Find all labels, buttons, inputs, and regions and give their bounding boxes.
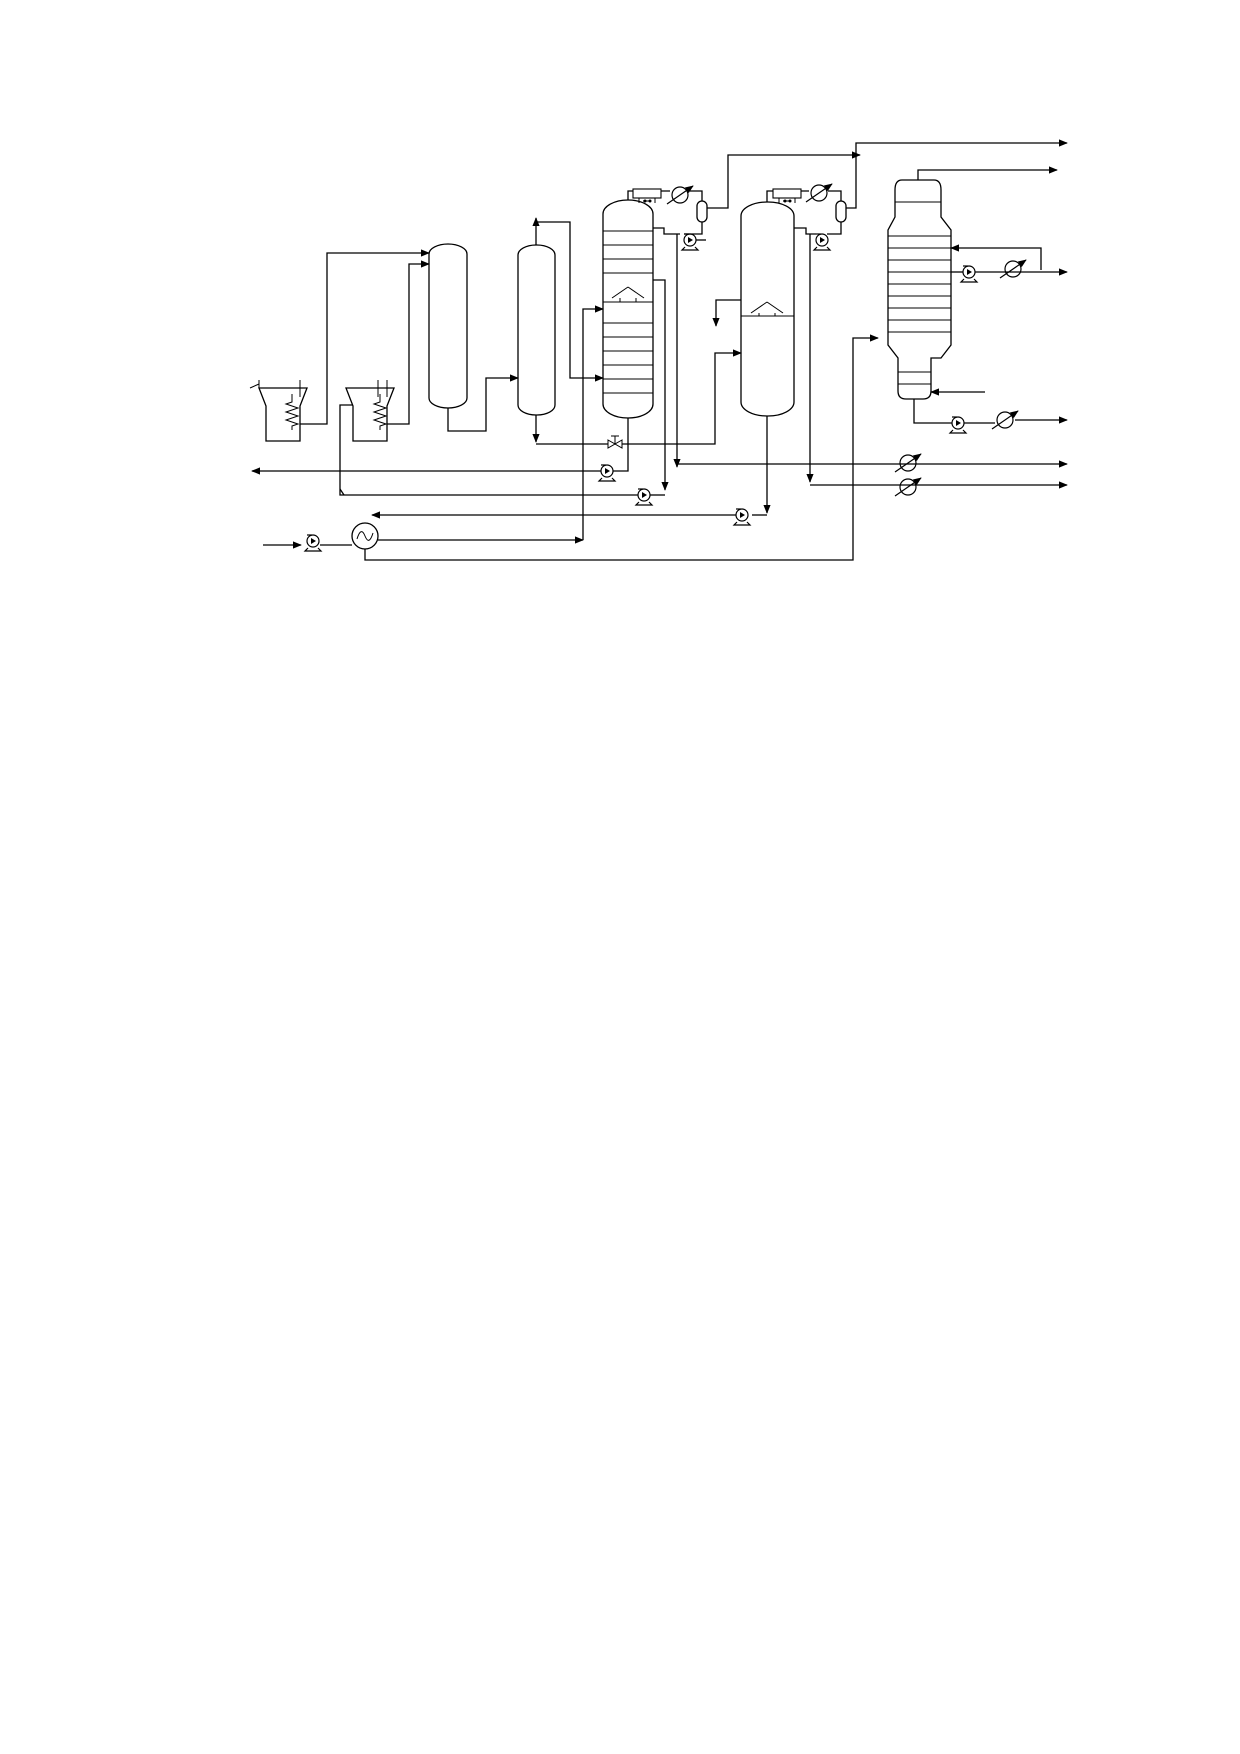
vessel-2 (517, 244, 556, 416)
air-cooler-2 (772, 188, 802, 204)
product-column (887, 179, 952, 400)
control-valve (607, 435, 623, 449)
heater-1 (249, 380, 308, 442)
reflux-drum-1 (696, 200, 708, 223)
stripper-column (740, 201, 795, 417)
process-lines (251, 139, 1067, 561)
vessel-1 (428, 243, 468, 409)
heater-2 (345, 380, 395, 442)
overhead-cooler-1 (667, 186, 693, 204)
pump-2 (598, 464, 616, 482)
reflux-drum-2 (835, 200, 847, 223)
reflux-pump-2 (813, 233, 831, 251)
cooler-6 (895, 478, 921, 496)
overhead-cooler-2 (806, 184, 832, 202)
cooler-4 (992, 411, 1018, 429)
pump-8 (949, 416, 967, 434)
pump-4 (733, 508, 751, 526)
main-fractionator (602, 199, 654, 419)
pump-7 (960, 265, 978, 283)
cooler-3 (1000, 260, 1026, 278)
cooler-5 (895, 454, 921, 472)
reflux-pump-1 (681, 233, 699, 251)
pump-3 (635, 488, 653, 506)
feed-heat-exchanger (351, 522, 379, 550)
feed-pump (304, 534, 322, 552)
